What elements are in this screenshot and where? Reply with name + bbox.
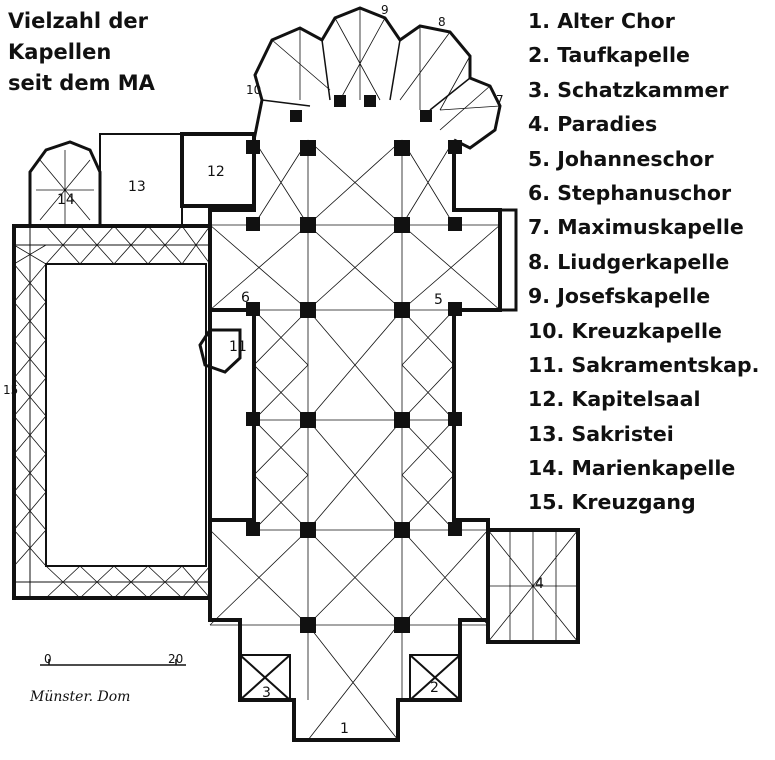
plan-label-6: 6 bbox=[241, 290, 250, 306]
chapel-ribs bbox=[271, 8, 501, 131]
legend-item: 3. Schatzkammer bbox=[528, 77, 729, 102]
cloister-vaults bbox=[13, 225, 211, 599]
plan-label-13: 13 bbox=[128, 179, 146, 195]
sakramentskapelle bbox=[198, 328, 242, 374]
plan-label-5: 5 bbox=[434, 292, 443, 308]
legend-item: 6. Stephanuschor bbox=[528, 180, 732, 205]
cloister-outline bbox=[12, 224, 212, 600]
plan-caption: Münster. Dom bbox=[30, 689, 131, 705]
plan-label-3: 3 bbox=[262, 685, 271, 701]
plan-label-4: 4 bbox=[535, 576, 544, 592]
title-line: Kapellen bbox=[8, 40, 112, 64]
legend-item: 2. Taufkapelle bbox=[528, 43, 690, 68]
legend-item: 10. Kreuzkapelle bbox=[528, 318, 722, 343]
legend-item: 13. Sakristei bbox=[528, 421, 674, 446]
pillars bbox=[246, 95, 462, 633]
legend-item: 14. Marienkapelle bbox=[528, 456, 736, 481]
legend-item: 12. Kapitelsaal bbox=[528, 387, 701, 412]
maximus-annex bbox=[500, 208, 518, 312]
marienkapelle bbox=[28, 140, 102, 226]
title-line: seit dem MA bbox=[8, 71, 155, 95]
plan-label-2: 2 bbox=[430, 680, 439, 696]
plan-label-14: 14 bbox=[57, 192, 75, 208]
eastern-chapels bbox=[252, 6, 502, 150]
legend-item: 4. Paradies bbox=[528, 112, 658, 137]
diagram-title: Vielzahl der Kapellen seit dem MA bbox=[8, 6, 155, 99]
legend-item: 9. Josefskapelle bbox=[528, 284, 711, 309]
plan-label-9: 9 bbox=[381, 3, 389, 17]
side-chapels bbox=[239, 654, 461, 701]
legend-item: 7. Maximuskapelle bbox=[528, 215, 744, 240]
scale-end: 20 bbox=[168, 652, 183, 666]
plan-label-7: 7 bbox=[496, 93, 504, 107]
scale-bar bbox=[40, 659, 186, 666]
plan-label-1: 1 bbox=[340, 721, 349, 737]
legend-item: 1. Alter Chor bbox=[528, 9, 675, 33]
chapel-legend: 1. Alter Chor 2. Taufkapelle 3. Schatzka… bbox=[528, 6, 759, 522]
paradies bbox=[486, 528, 580, 644]
legend-item: 11. Sakramentskap. bbox=[528, 352, 760, 377]
plan-label-10: 10 bbox=[246, 83, 261, 97]
title-line: Vielzahl der bbox=[8, 9, 149, 33]
scale-start: 0 bbox=[44, 652, 52, 666]
plan-label-15: 15 bbox=[3, 383, 18, 397]
plan-label-12: 12 bbox=[207, 164, 225, 180]
legend-item: 8. Liudgerkapelle bbox=[528, 249, 730, 274]
plan-label-8: 8 bbox=[438, 15, 446, 29]
plan-label-11: 11 bbox=[229, 339, 247, 355]
legend-item: 5. Johanneschor bbox=[528, 146, 714, 171]
legend-item: 15. Kreuzgang bbox=[528, 490, 696, 515]
